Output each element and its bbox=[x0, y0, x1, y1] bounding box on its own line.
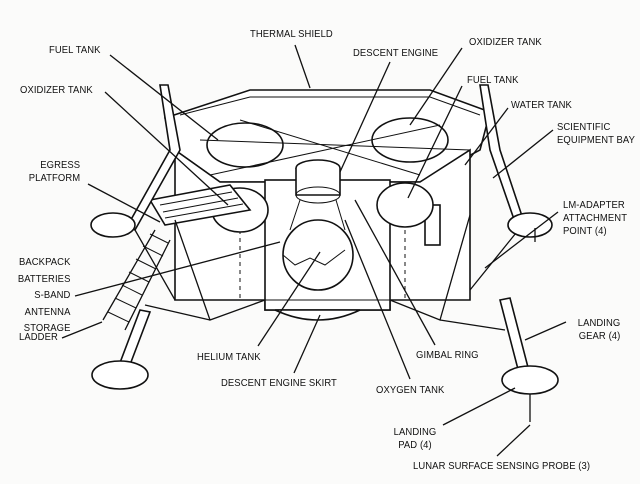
label-line: BACKPACK bbox=[18, 256, 70, 268]
label-line: BATTERIES bbox=[17, 272, 70, 285]
label-thermal-shield: THERMAL SHIELD bbox=[250, 28, 333, 40]
label-line: EGRESS bbox=[40, 159, 80, 171]
label-gimbal-ring: GIMBAL RING bbox=[416, 349, 479, 361]
label-line: SCIENTIFIC bbox=[557, 121, 611, 133]
label-oxidizer-tank-left: OXIDIZER TANK bbox=[20, 84, 93, 96]
label-line: LANDING bbox=[393, 426, 437, 438]
ladder bbox=[102, 229, 171, 331]
label-line: ANTENNA bbox=[24, 305, 71, 318]
descent-engine bbox=[289, 159, 346, 231]
landing-gear bbox=[116, 84, 531, 378]
descent-engine-skirt bbox=[274, 309, 361, 321]
label-fuel-tank-left: FUEL TANK bbox=[49, 44, 101, 56]
label-oxygen-tank: OXYGEN TANK bbox=[376, 384, 445, 396]
label-line: S-BAND bbox=[33, 289, 70, 301]
egress-platform bbox=[148, 184, 252, 226]
label-line: PLATFORM bbox=[28, 172, 80, 184]
label-line: EQUIPMENT BAY bbox=[557, 134, 636, 146]
label-descent-engine-skirt: DESCENT ENGINE SKIRT bbox=[221, 377, 337, 389]
label-oxidizer-tank-right: OXIDIZER TANK bbox=[469, 36, 542, 48]
label-line: GEAR (4) bbox=[578, 330, 620, 342]
label-line: LM-ADAPTER bbox=[563, 199, 625, 211]
label-line: PAD (4) bbox=[398, 439, 432, 451]
label-line: LANDING bbox=[577, 317, 620, 329]
label-line: STORAGE bbox=[23, 322, 70, 334]
label-ladder: LADDER bbox=[19, 331, 58, 343]
label-line: POINT (4) bbox=[563, 225, 607, 237]
label-descent-engine: DESCENT ENGINE bbox=[353, 47, 439, 59]
label-backpack-batteries-s-band-antenna-storage: BACKPACK BATTERIES S-BAND ANTENNA STORAGE bbox=[17, 254, 70, 337]
label-line: ATTACHMENT bbox=[563, 212, 628, 224]
label-lunar-surface-sensing-probe: LUNAR SURFACE SENSING PROBE (3) bbox=[413, 460, 591, 472]
fuel-tank-front bbox=[376, 182, 434, 228]
label-fuel-tank-right: FUEL TANK bbox=[467, 74, 519, 86]
leader-lines bbox=[61, 44, 567, 457]
landing-pads bbox=[90, 212, 559, 422]
label-water-tank: WATER TANK bbox=[511, 99, 572, 111]
label-helium-tank: HELIUM TANK bbox=[197, 351, 261, 363]
